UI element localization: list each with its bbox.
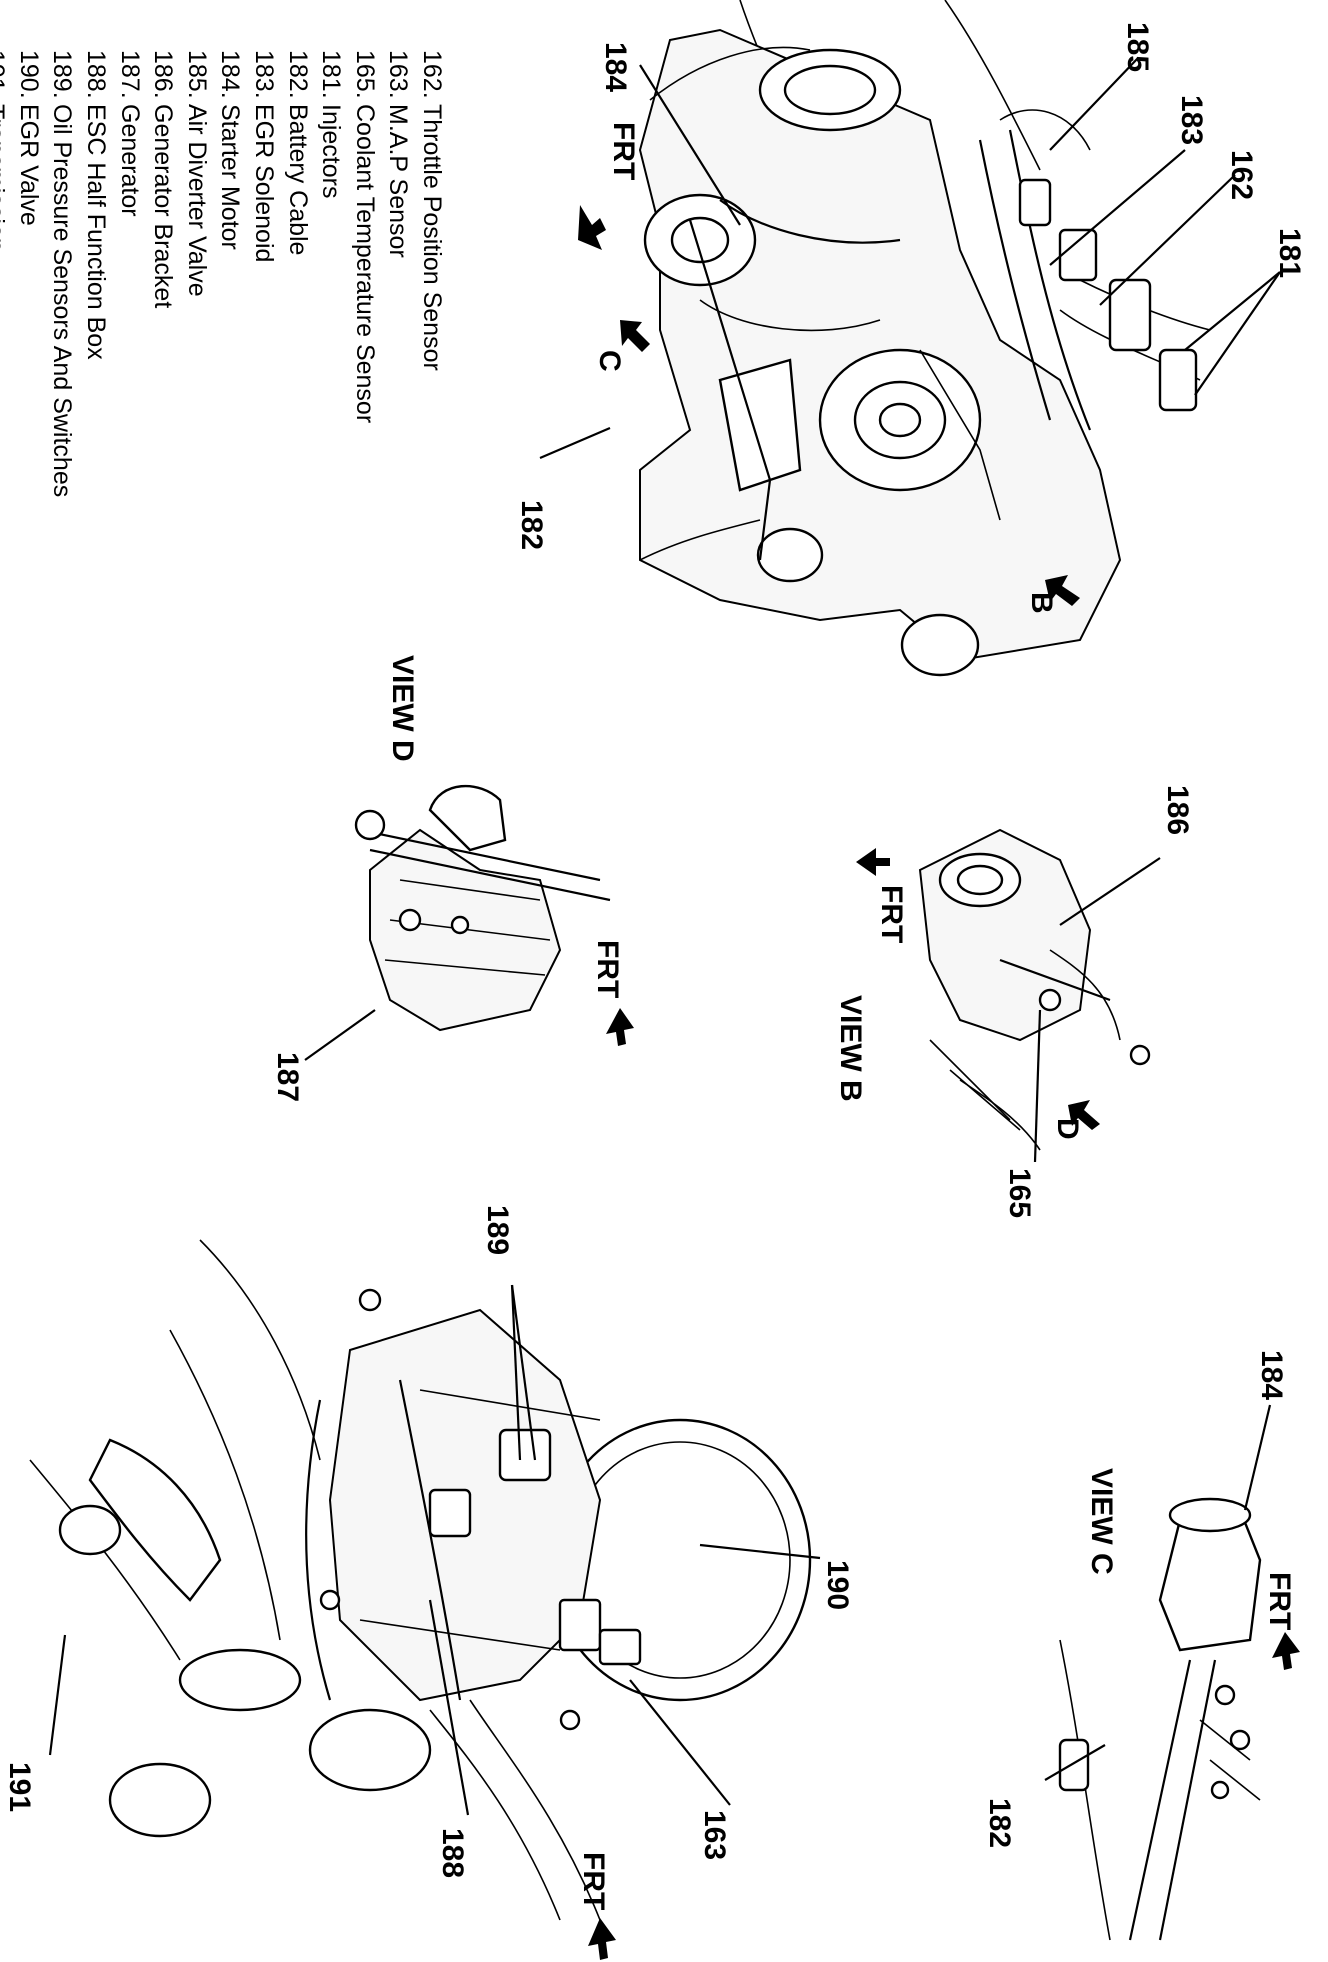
callout-165: 165 — [1003, 1168, 1036, 1218]
frt-label-view-c: FRT — [1263, 1572, 1296, 1630]
callout-189: 189 — [481, 1205, 514, 1255]
callout-184-main: 184 — [599, 42, 632, 92]
view-c-drawing — [1058, 1497, 1262, 1941]
view-b-arrow-letter: B — [1025, 592, 1058, 614]
callout-182-main: 182 — [515, 500, 548, 550]
view-d-arrow-icon — [1068, 1100, 1100, 1130]
frt-arrow-icon-5 — [588, 1918, 616, 1960]
callout-187: 187 — [271, 1052, 304, 1102]
direction-arrow-icons — [578, 205, 1300, 1960]
view-d-arrow-letter: D — [1051, 1118, 1084, 1140]
view-b-drawing — [918, 828, 1151, 1151]
view-d-label: VIEW D — [386, 655, 419, 762]
callout-190: 190 — [821, 1560, 854, 1610]
callout-162: 162 — [1225, 150, 1258, 200]
frt-arrow-icon-3 — [606, 1008, 634, 1046]
lower-engine-view — [29, 1239, 812, 1921]
view-d-drawing — [354, 785, 611, 1032]
frt-label-main: FRT — [607, 122, 640, 180]
callout-labels: 184 185 183 162 181 182 186 165 187 189 … — [3, 22, 1306, 1878]
frt-label-view-b: FRT — [875, 885, 908, 943]
callout-163: 163 — [698, 1810, 731, 1860]
callout-191: 191 — [3, 1762, 36, 1812]
leader-lines — [48, 57, 1281, 1816]
callout-186: 186 — [1161, 785, 1194, 835]
frt-label-view-d: FRT — [591, 940, 624, 998]
callout-185: 185 — [1121, 22, 1154, 72]
callout-188: 188 — [436, 1828, 469, 1878]
frt-arrow-icon — [578, 205, 606, 250]
view-labels: VIEW D VIEW B VIEW C FRT C B FRT FRT D F… — [386, 122, 1296, 1910]
view-b-label: VIEW B — [834, 995, 867, 1102]
view-b-arrow-icon — [1045, 575, 1080, 606]
view-c-arrow-letter: C — [593, 350, 626, 372]
frt-arrow-icon-4 — [1272, 1632, 1300, 1670]
callout-184-view-c: 184 — [1255, 1350, 1288, 1400]
main-engine-view — [638, 0, 1211, 677]
callout-183: 183 — [1175, 95, 1208, 145]
frt-arrow-icon-2 — [856, 848, 890, 876]
frt-label-lower: FRT — [577, 1852, 610, 1910]
view-c-arrow-icon — [620, 320, 650, 352]
view-c-label: VIEW C — [1085, 1468, 1118, 1575]
callout-181: 181 — [1273, 228, 1306, 278]
callout-182-view-c: 182 — [983, 1798, 1016, 1848]
